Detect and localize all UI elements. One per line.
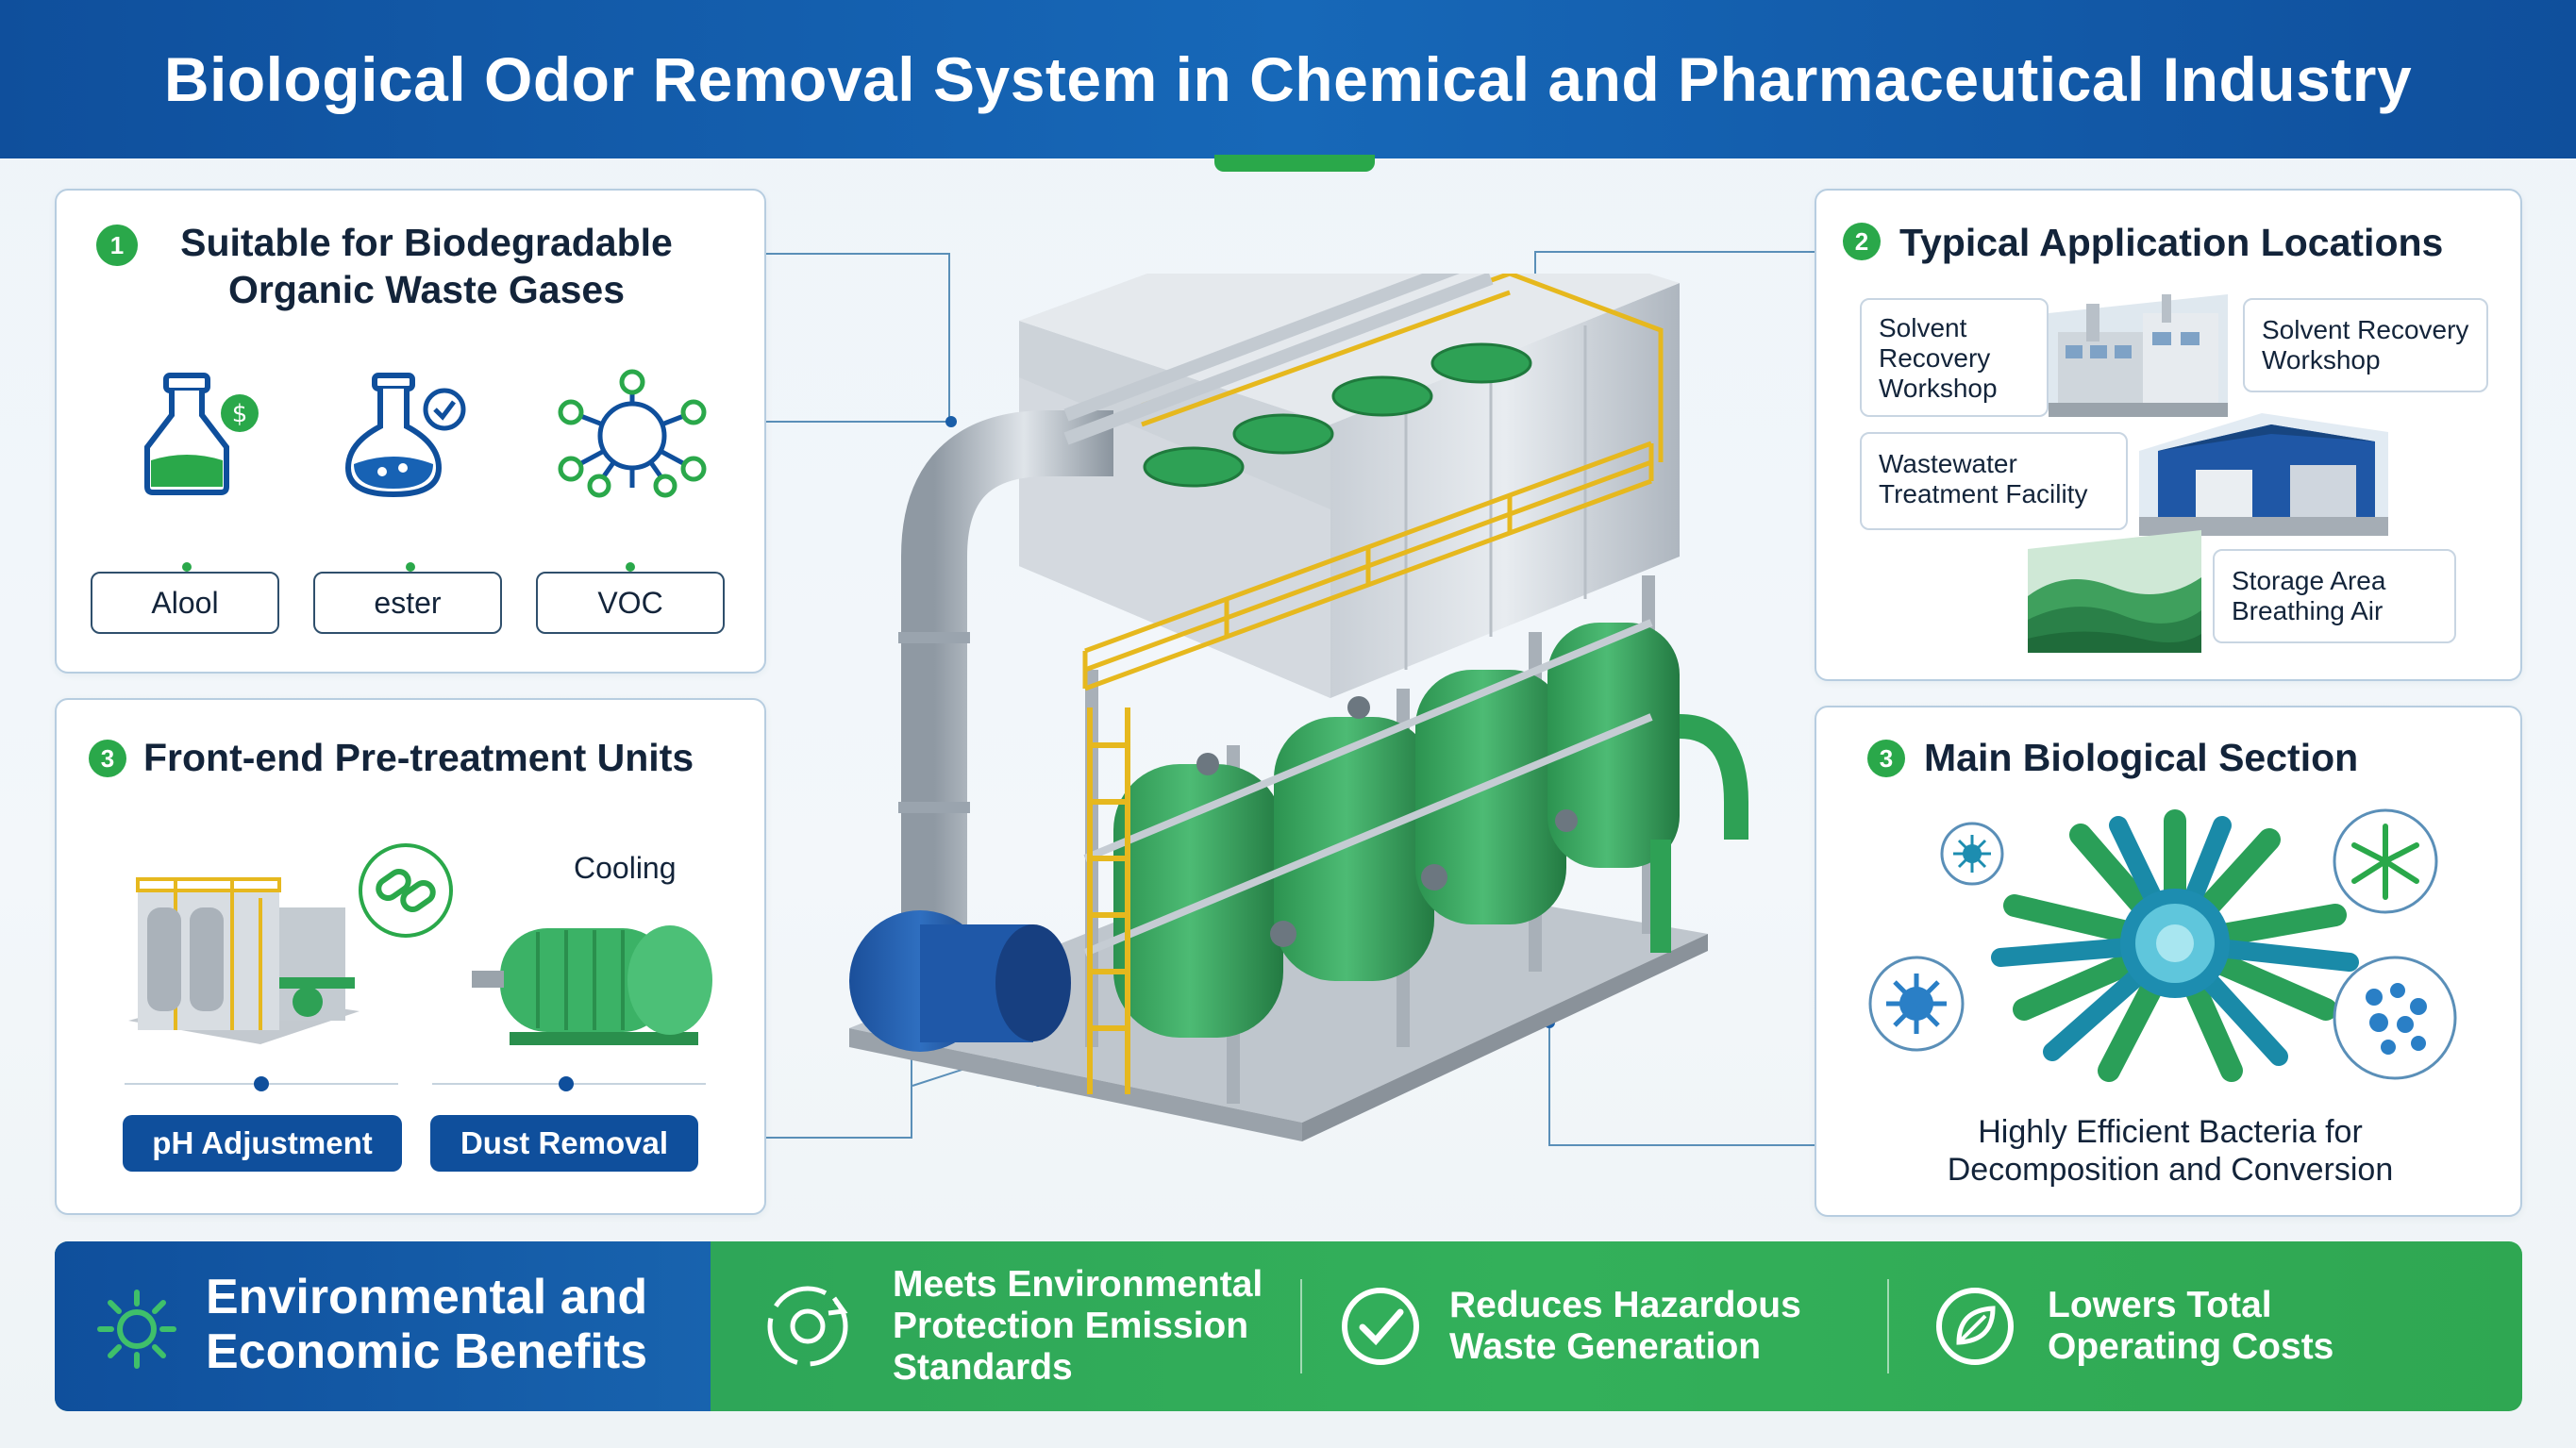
gas-dot xyxy=(406,562,415,572)
bioscrubber-equipment-illustration xyxy=(849,274,1748,1141)
step-number-badge: 3 xyxy=(89,740,126,777)
step-number-badge: 3 xyxy=(1867,740,1905,777)
connector-p4 xyxy=(1550,1144,1815,1146)
microbe-icon xyxy=(1940,822,2004,886)
gas-dot xyxy=(626,562,635,572)
biological-caption: Highly Efficient Bacteria for Decomposit… xyxy=(1947,1114,2394,1188)
warehouse-building-image xyxy=(2139,413,2388,536)
location-wastewater-treatment: Wastewater Treatment Facility xyxy=(1860,432,2128,530)
connector-p1-v xyxy=(948,253,950,421)
benefit-operating-costs: Lowers Total Operating Costs xyxy=(1932,1241,2333,1411)
connector-dot xyxy=(945,416,957,427)
recycle-gear-icon xyxy=(767,1286,848,1367)
benefit-text: Lowers Total Operating Costs xyxy=(2048,1285,2334,1367)
header-bar: Biological Odor Removal System in Chemic… xyxy=(0,0,2576,158)
virus-bacteria-icon xyxy=(1868,956,1965,1052)
step-number-badge: 1 xyxy=(96,225,138,266)
page-title: Biological Odor Removal System in Chemic… xyxy=(163,44,2413,114)
panel-application-locations: 2 Typical Application Locations Solvent … xyxy=(1815,189,2522,681)
connector-p4-v xyxy=(1548,1024,1550,1146)
cooling-label: Cooling xyxy=(574,851,677,885)
panel-title: Typical Application Locations xyxy=(1899,221,2444,264)
svg-text:$: $ xyxy=(232,400,248,428)
panel-pretreatment-units: 3 Front-end Pre-treatment Units Cooling … xyxy=(55,698,766,1215)
benefit-text: Reduces Hazardous Waste Generation xyxy=(1449,1285,1801,1367)
starfish-bacteria-icon xyxy=(2333,808,2438,914)
chain-link-icon xyxy=(359,843,453,938)
molecule-voc-icon xyxy=(558,369,707,498)
location-storage-area: Storage Area Breathing Air xyxy=(2213,549,2456,643)
sun-gear-icon xyxy=(97,1290,176,1369)
benefits-title-block: Environmental and Economic Benefits xyxy=(55,1241,711,1411)
bottle-icon: $ xyxy=(144,373,259,495)
bacteria-cluster-image xyxy=(1991,809,2359,1082)
leaf-coin-icon xyxy=(1936,1288,2014,1365)
factory-building-image xyxy=(2049,294,2228,417)
panel-title: Suitable for Biodegradable Organic Waste… xyxy=(180,221,673,311)
connector-p3-v xyxy=(911,1052,912,1139)
benefits-banner: Environmental and Economic Benefits Meet… xyxy=(55,1241,2522,1411)
cooling-pump-motor-image xyxy=(472,925,712,1045)
benefit-emission-standards: Meets Environmental Protection Emission … xyxy=(761,1241,1263,1411)
unit-dot xyxy=(559,1076,574,1091)
benefit-divider xyxy=(1887,1279,1889,1373)
panel-waste-gases: 1 Suitable for Biodegradable Organic Was… xyxy=(55,189,766,674)
landscape-hills-image xyxy=(2028,530,2201,653)
gas-dot xyxy=(182,562,192,572)
benefit-hazardous-waste: Reduces Hazardous Waste Generation xyxy=(1338,1241,1801,1411)
benefit-text: Meets Environmental Protection Emission … xyxy=(893,1264,1263,1388)
unit-dust-removal: Dust Removal xyxy=(430,1115,698,1172)
unit-dot xyxy=(254,1076,269,1091)
benefit-divider xyxy=(1300,1279,1302,1373)
check-circle-icon xyxy=(1342,1288,1419,1365)
step-number-badge: 2 xyxy=(1843,223,1881,260)
location-solvent-recovery-a: Solvent Recovery Workshop xyxy=(1860,298,2049,417)
connector-p1-h2 xyxy=(766,421,950,423)
gas-label-ester: ester xyxy=(313,572,502,634)
connector-p3 xyxy=(766,1137,912,1139)
header-accent xyxy=(1214,155,1375,172)
panel-title: Main Biological Section xyxy=(1924,736,2359,779)
flask-icon xyxy=(344,373,466,498)
pretreatment-plant-image xyxy=(128,877,360,1044)
gas-label-alcohol: Alool xyxy=(91,572,279,634)
connector-p2 xyxy=(1536,251,1815,253)
benefits-title: Environmental and Economic Benefits xyxy=(206,1270,648,1379)
cocci-bacteria-icon xyxy=(2333,956,2457,1080)
location-solvent-recovery-b: Solvent Recovery Workshop xyxy=(2243,298,2488,392)
unit-ph-adjustment: pH Adjustment xyxy=(123,1115,402,1172)
panel-title: Front-end Pre-treatment Units xyxy=(143,736,694,779)
connector-p1 xyxy=(766,253,950,255)
gas-label-voc: VOC xyxy=(536,572,725,634)
panel-biological-section: 3 Main Biological Section xyxy=(1815,706,2522,1217)
